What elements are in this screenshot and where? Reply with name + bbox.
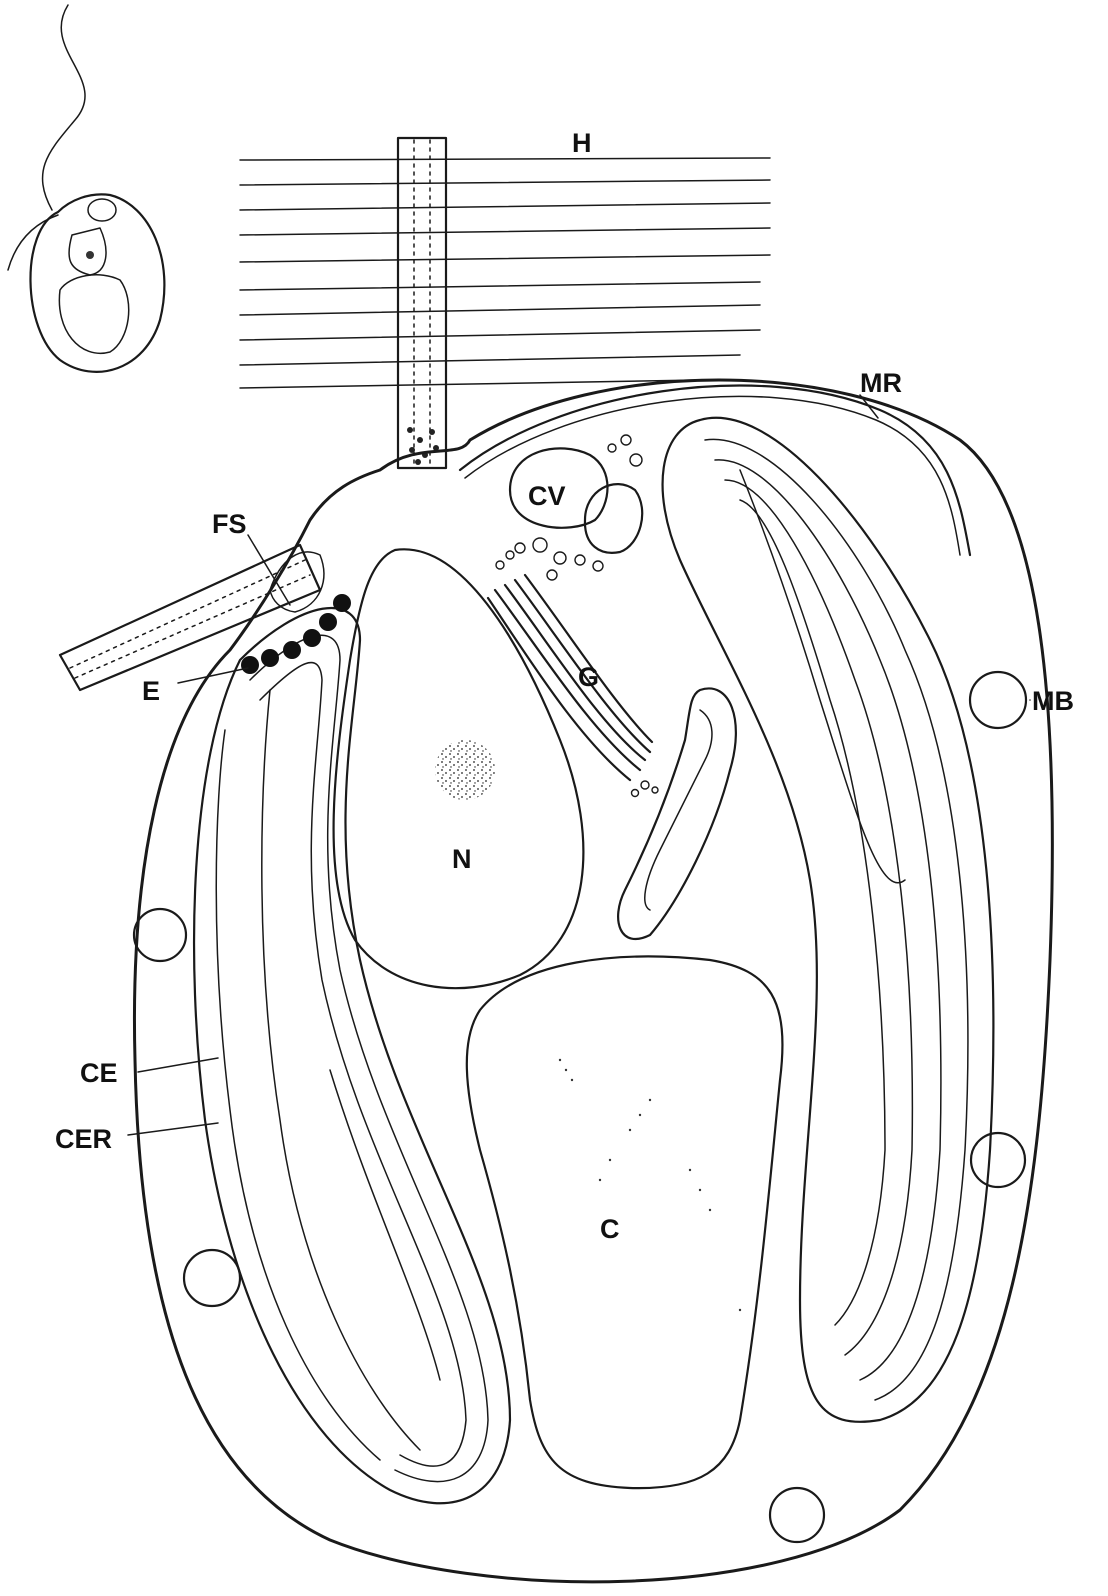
chrysolaminarin-vacuole [467, 957, 783, 1489]
label-CV: CV [528, 481, 566, 511]
right-chloroplast-envelope [663, 418, 994, 1422]
membrane-bound-bodies [134, 672, 1026, 1542]
leader-lines [128, 395, 1030, 1135]
haptonema-shaft [398, 138, 446, 468]
haptonema-lateral-lines [240, 158, 770, 388]
mitochondrion [618, 688, 736, 939]
haptonema [240, 138, 770, 468]
eyespot [241, 594, 351, 674]
label-MB: MB [1032, 686, 1074, 716]
golgi-vesicles [496, 543, 658, 797]
label-MR: MR [860, 368, 902, 398]
label-FS: FS [212, 509, 247, 539]
right-chloroplast [663, 418, 994, 1422]
label-E: E [142, 676, 160, 706]
nucleus [334, 549, 584, 988]
microtubular-root [460, 386, 970, 555]
leader-CER [128, 1123, 218, 1135]
inset-contractile-vacuole [88, 199, 116, 221]
leader-CE [138, 1058, 218, 1072]
golgi-body [488, 543, 658, 797]
label-H: H [572, 128, 592, 158]
inset-nucleus [69, 228, 106, 275]
inset-flagellum-long [43, 5, 85, 210]
inset-vacuole [59, 275, 128, 354]
inset-nucleolus [86, 251, 94, 259]
label-N: N [452, 844, 472, 874]
label-C: C [600, 1214, 620, 1244]
label-CER: CER [55, 1124, 112, 1154]
inset-flagellum-short [8, 215, 58, 270]
label-CE: CE [80, 1058, 118, 1088]
nucleolus [435, 740, 495, 800]
haptonema-base-dots [407, 427, 439, 465]
vacuole-stipple-streaks [559, 1059, 741, 1311]
label-G: G [578, 662, 599, 692]
whole-cell-inset [8, 5, 164, 372]
